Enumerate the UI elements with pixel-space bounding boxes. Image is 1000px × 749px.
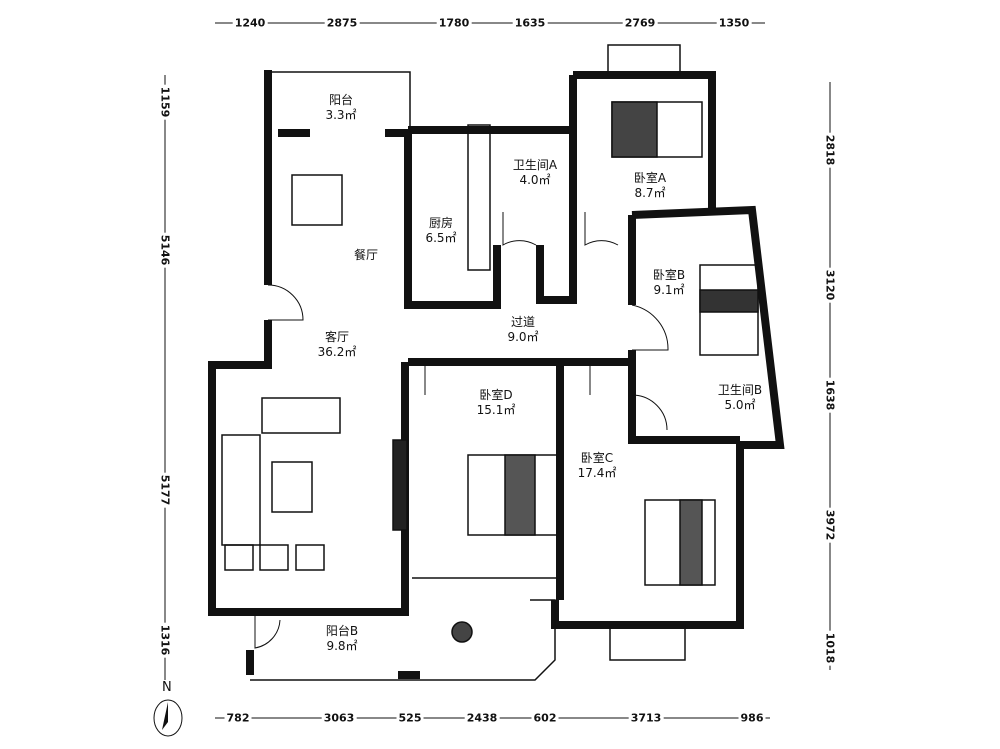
dim-left: 5177 bbox=[158, 472, 172, 508]
dim-bottom: 2438 bbox=[464, 711, 500, 725]
dim-top: 1635 bbox=[512, 16, 548, 30]
dim-bottom: 782 bbox=[224, 711, 252, 725]
sofa-side bbox=[221, 434, 261, 546]
coffee-table bbox=[271, 461, 313, 513]
dim-left: 1159 bbox=[158, 84, 172, 120]
kitchen-counter bbox=[467, 124, 491, 271]
dim-right: 1638 bbox=[823, 377, 837, 413]
dim-top: 1240 bbox=[232, 16, 268, 30]
dim-left: 5146 bbox=[158, 232, 172, 268]
dining-table bbox=[291, 174, 343, 226]
door-arcs bbox=[254, 212, 669, 649]
dim-left: 1316 bbox=[158, 622, 172, 658]
room-label-dining: 餐厅 bbox=[353, 248, 379, 262]
dim-top: 1350 bbox=[716, 16, 752, 30]
compass-icon bbox=[153, 699, 183, 737]
windows-thin bbox=[250, 44, 686, 681]
dim-right: 1018 bbox=[823, 630, 837, 666]
dim-right: 3120 bbox=[823, 267, 837, 303]
dim-bottom: 602 bbox=[531, 711, 559, 725]
dim-top: 2769 bbox=[622, 16, 658, 30]
dim-bottom: 3713 bbox=[628, 711, 664, 725]
furniture bbox=[221, 101, 759, 643]
tv-cabinet bbox=[392, 439, 408, 531]
dim-top: 1780 bbox=[436, 16, 472, 30]
dim-right: 3972 bbox=[823, 507, 837, 543]
walls bbox=[208, 70, 785, 679]
dim-top: 2875 bbox=[324, 16, 360, 30]
dim-bottom: 525 bbox=[396, 711, 424, 725]
dim-bottom: 986 bbox=[738, 711, 766, 725]
sofa bbox=[261, 397, 341, 434]
compass-label: N bbox=[162, 680, 172, 695]
dim-bottom: 3063 bbox=[321, 711, 357, 725]
dim-right: 2818 bbox=[823, 132, 837, 168]
plant bbox=[451, 621, 473, 643]
